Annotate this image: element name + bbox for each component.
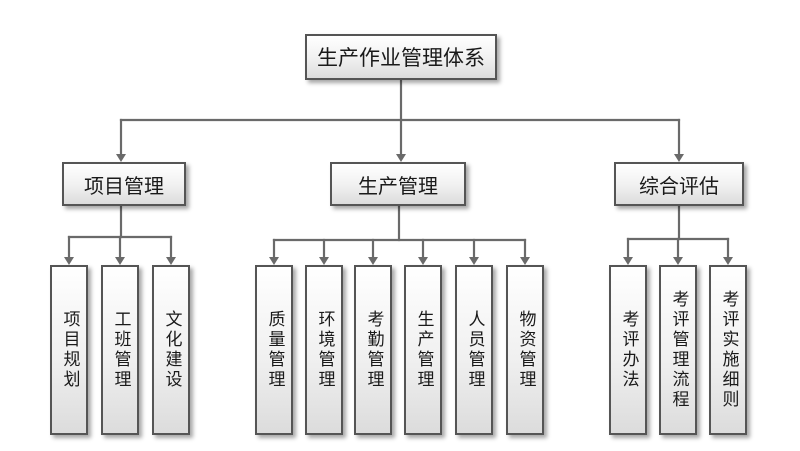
leaf-node: 文化建设 xyxy=(152,265,190,435)
leaf-label: 项目规划 xyxy=(59,310,80,390)
arrowhead xyxy=(723,257,733,265)
arrowhead xyxy=(115,257,125,265)
leaf-label: 人员管理 xyxy=(464,310,485,390)
leaf-node: 物资管理 xyxy=(506,265,544,435)
leaf-label: 考评办法 xyxy=(618,310,639,390)
arrowhead xyxy=(520,257,530,265)
leaf-label: 考勤管理 xyxy=(363,310,384,390)
leaf-node: 质量管理 xyxy=(255,265,293,435)
category-node-evaluation: 综合评估 xyxy=(614,162,744,206)
leaf-node: 环境管理 xyxy=(305,265,343,435)
arrowhead xyxy=(396,154,406,162)
category-node-project: 项目管理 xyxy=(62,162,186,206)
arrowhead xyxy=(319,257,329,265)
arrowhead xyxy=(368,257,378,265)
arrowhead xyxy=(674,154,684,162)
leaf-node: 考勤管理 xyxy=(354,265,392,435)
leaf-node: 人员管理 xyxy=(455,265,493,435)
arrowhead xyxy=(64,257,74,265)
category-node-production: 生产管理 xyxy=(330,162,466,206)
leaf-node: 考评管理流程 xyxy=(659,265,697,435)
leaf-node: 项目规划 xyxy=(50,265,88,435)
leaf-label: 考评实施细则 xyxy=(718,290,739,410)
arrowhead xyxy=(269,257,279,265)
arrowhead xyxy=(673,257,683,265)
leaf-label: 生产管理 xyxy=(413,310,434,390)
leaf-node: 生产管理 xyxy=(404,265,442,435)
leaf-label: 工班管理 xyxy=(110,310,131,390)
leaf-label: 环境管理 xyxy=(314,310,335,390)
category-label: 项目管理 xyxy=(84,173,164,198)
arrowhead xyxy=(469,257,479,265)
leaf-label: 质量管理 xyxy=(264,310,285,390)
arrowhead xyxy=(116,154,126,162)
arrowhead xyxy=(418,257,428,265)
category-label: 生产管理 xyxy=(358,173,438,198)
category-label: 综合评估 xyxy=(639,173,719,198)
leaf-node: 考评办法 xyxy=(609,265,647,435)
leaf-label: 文化建设 xyxy=(161,310,182,390)
root-node: 生产作业管理体系 xyxy=(305,34,497,80)
leaf-node: 工班管理 xyxy=(101,265,139,435)
arrowhead xyxy=(623,257,633,265)
leaf-label: 考评管理流程 xyxy=(668,290,689,410)
leaf-label: 物资管理 xyxy=(515,310,536,390)
leaf-node: 考评实施细则 xyxy=(709,265,747,435)
root-label: 生产作业管理体系 xyxy=(317,46,485,70)
arrowhead xyxy=(166,257,176,265)
